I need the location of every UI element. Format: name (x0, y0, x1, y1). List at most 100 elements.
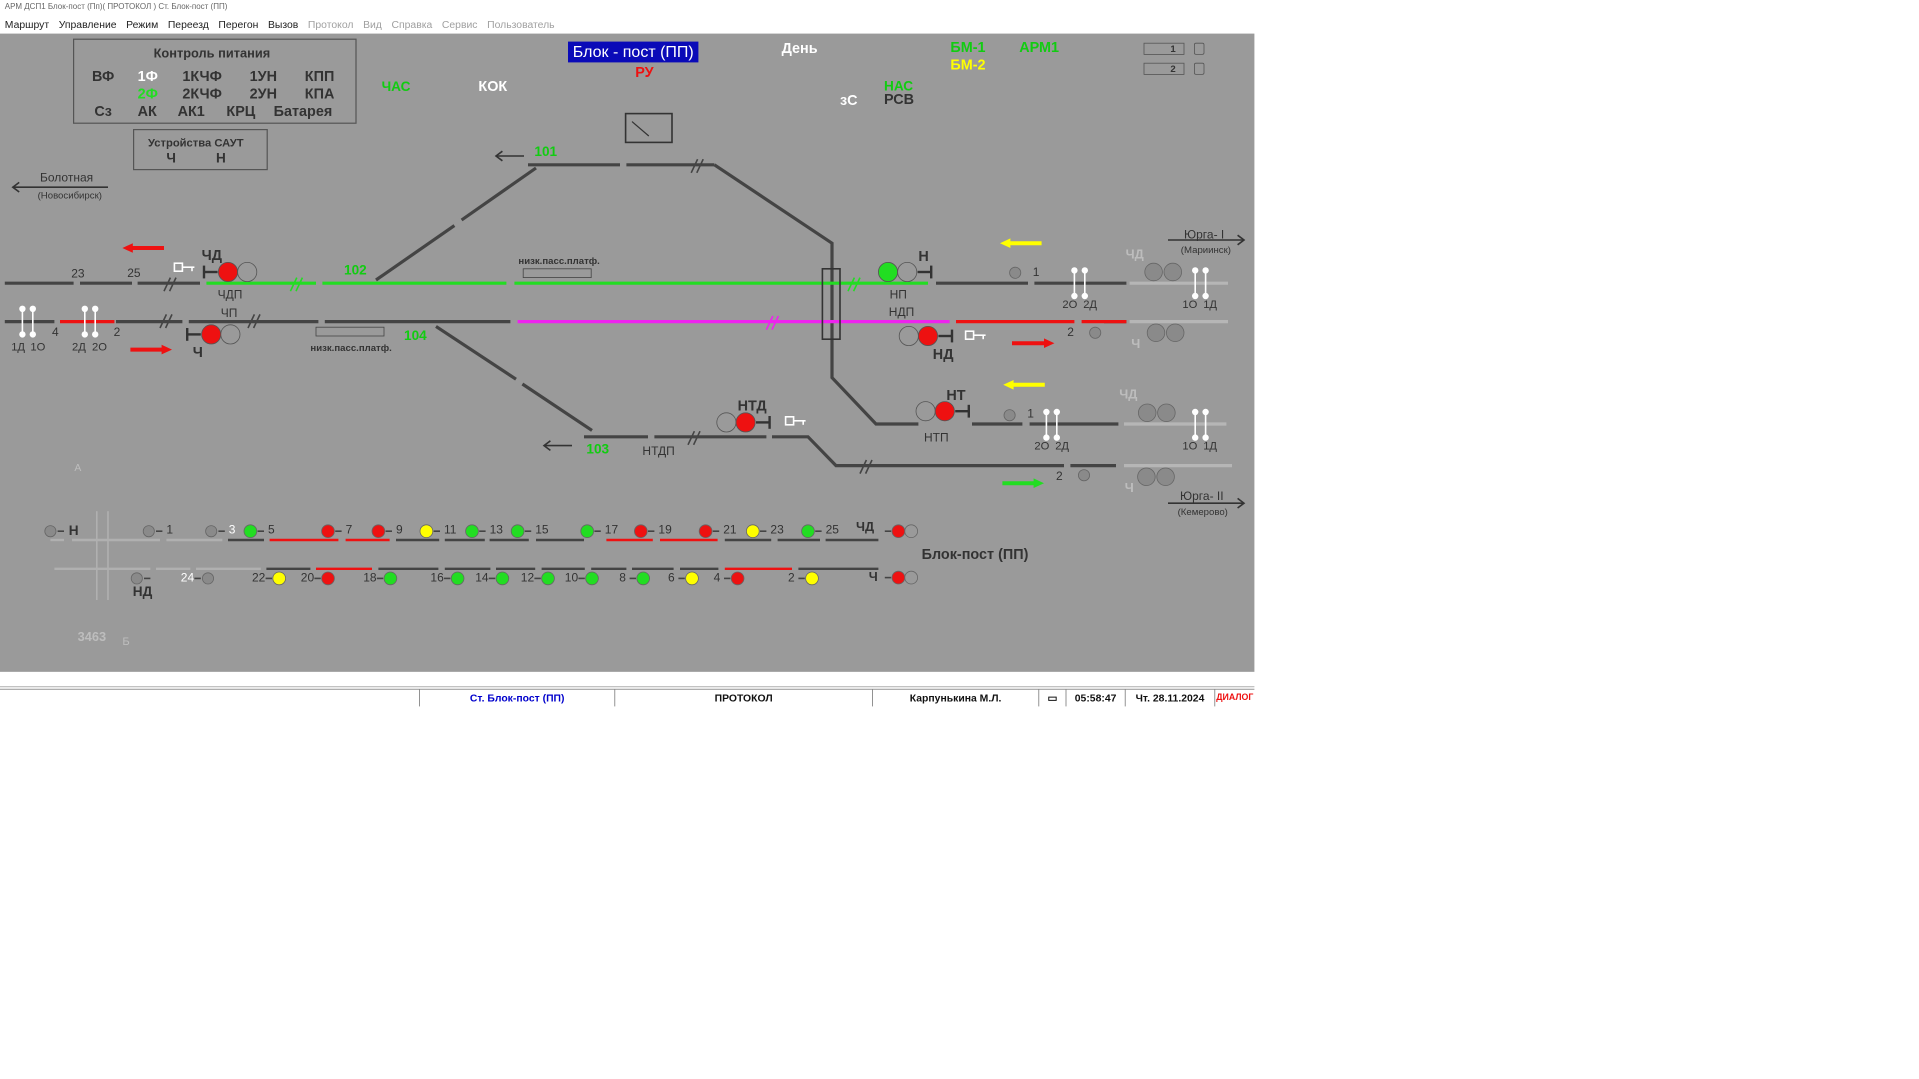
block-top-signal-25[interactable] (801, 524, 815, 539)
menu-item-2[interactable]: Режим (126, 18, 159, 31)
signal-ch[interactable] (186, 324, 241, 345)
key-icon-1[interactable] (173, 262, 195, 273)
power-krc[interactable]: КРЦ (226, 103, 256, 120)
power-sz[interactable]: Сз (94, 103, 112, 120)
switch-2[interactable]: 2 (113, 325, 121, 340)
sw-2o[interactable]: 2О (92, 340, 107, 353)
block-top-signal-5[interactable] (243, 524, 258, 539)
power-kpa[interactable]: КПА (304, 85, 335, 102)
switch-23[interactable]: 23 (71, 267, 85, 281)
power-1kchf[interactable]: 1КЧФ (182, 68, 222, 84)
menu-item-1[interactable]: Управление (58, 18, 117, 31)
power-ak[interactable]: АК (137, 103, 157, 120)
sw-r2ob[interactable]: 2О (1034, 439, 1050, 452)
sw-r1o[interactable]: 1О (1182, 297, 1198, 311)
menu-item-4[interactable]: Перегон (218, 18, 259, 31)
track-ntdp[interactable]: НТДП (642, 444, 675, 459)
power-ak1[interactable]: АК1 (177, 103, 205, 120)
block-bottom-signal-16[interactable] (450, 571, 465, 586)
block-bottom-signal-18[interactable] (383, 571, 398, 586)
block-top-signal-1[interactable] (142, 525, 155, 538)
rsv-indicator[interactable]: РСВ (884, 91, 915, 108)
power-2f[interactable]: 2Ф (137, 85, 158, 102)
block-top-signal-15[interactable] (510, 524, 525, 539)
chas-indicator[interactable]: ЧАС (381, 79, 411, 95)
signal-chd[interactable] (202, 262, 258, 283)
block-top-signal-9[interactable] (371, 524, 386, 539)
key-icon-2[interactable] (964, 330, 986, 341)
sw-1d[interactable]: 1Д (11, 340, 26, 353)
saut-ch[interactable]: Ч (166, 150, 176, 166)
menu-item-9[interactable]: Сервис (441, 18, 478, 31)
nas-indicator[interactable]: НАС (884, 78, 914, 94)
track-101[interactable]: 101 (534, 144, 558, 160)
block-bottom-signal-4[interactable] (730, 571, 745, 586)
track-ndp[interactable]: НДП (888, 305, 915, 320)
block-bottom-signal-22[interactable] (272, 571, 287, 586)
block-top-signal-7[interactable] (321, 524, 335, 539)
track-102[interactable]: 102 (344, 262, 367, 278)
block-h-signal[interactable] (44, 525, 57, 538)
kok-indicator[interactable]: КОК (478, 78, 508, 95)
zs-indicator[interactable]: зС (840, 92, 858, 108)
signal-ntd[interactable] (716, 412, 771, 433)
power-1un[interactable]: 1УН (249, 68, 277, 84)
power-2un[interactable]: 2УН (249, 85, 277, 102)
block-top-signal-21[interactable] (698, 524, 713, 539)
power-1f[interactable]: 1Ф (137, 68, 158, 84)
menu-item-10[interactable]: Пользователь (487, 18, 555, 31)
track-ntp[interactable]: НТП (924, 431, 949, 445)
sw-r1d[interactable]: 1Д (1203, 297, 1218, 311)
block-bottom-signal-6[interactable] (685, 571, 699, 586)
switch-handles[interactable] (19, 267, 1209, 441)
sw-r1ob[interactable]: 1О (1182, 439, 1198, 452)
sw-r2o[interactable]: 2О (1062, 297, 1078, 311)
block-top-signal-3[interactable] (205, 525, 218, 538)
menu-item-8[interactable]: Справка (391, 18, 433, 31)
track-103[interactable]: 103 (586, 441, 610, 457)
block-top-signal-11[interactable] (419, 524, 434, 539)
menu-item-7[interactable]: Вид (363, 18, 382, 31)
block-bottom-signal-2[interactable] (805, 571, 819, 586)
block-bottom-signal-12[interactable] (541, 571, 555, 586)
block-bottom-signal-8[interactable] (636, 571, 651, 586)
sw-2d[interactable]: 2Д (72, 340, 86, 353)
workstation-1-icon[interactable] (1143, 42, 1205, 55)
power-vf[interactable]: ВФ (92, 68, 115, 84)
workstation-2-icon[interactable] (1143, 62, 1205, 75)
sw-1o[interactable]: 1О (30, 340, 46, 353)
ammeter-icon[interactable] (624, 112, 673, 144)
menu-item-5[interactable]: Вызов (267, 18, 299, 31)
track-chp[interactable]: ЧП (220, 306, 238, 320)
signal-nd[interactable] (898, 326, 954, 347)
switch-4[interactable]: 4 (52, 325, 59, 340)
signal-nt[interactable] (915, 401, 971, 422)
block-chd-signal-red[interactable] (891, 524, 906, 539)
switch-25[interactable]: 25 (127, 266, 141, 280)
power-2kchf[interactable]: 2КЧФ (182, 85, 222, 102)
track-np[interactable]: НП (889, 288, 907, 302)
menu-item-0[interactable]: Маршрут (4, 18, 50, 31)
sw-r1db[interactable]: 1Д (1203, 439, 1218, 452)
saut-n[interactable]: Н (216, 150, 226, 166)
signal-n[interactable] (878, 262, 933, 283)
block-bottom-signal-14[interactable] (495, 571, 510, 586)
block-bottom-signal-24[interactable] (202, 572, 215, 585)
power-battery[interactable]: Батарея (273, 103, 333, 120)
block-top-signal-13[interactable] (465, 524, 479, 539)
power-kpp[interactable]: КПП (304, 68, 335, 84)
sw-r2db[interactable]: 2Д (1055, 439, 1070, 452)
menu-item-3[interactable]: Переезд (167, 18, 209, 31)
block-top-signal-19[interactable] (634, 524, 648, 539)
sw-r2d[interactable]: 2Д (1083, 297, 1098, 311)
command-input[interactable] (0, 671, 1255, 688)
menu-item-6[interactable]: Протокол (307, 18, 354, 31)
track-chdp[interactable]: ЧДП (217, 288, 243, 302)
block-bottom-signal-10[interactable] (585, 571, 599, 586)
block-ch-signal-red[interactable] (891, 570, 906, 585)
control-mode[interactable]: РУ (635, 64, 654, 80)
day-mode[interactable]: День (781, 40, 818, 56)
block-top-signal-23[interactable] (746, 524, 760, 539)
dialog-indicator[interactable]: ДИАЛОГ (1214, 689, 1254, 707)
key-icon-3[interactable] (784, 416, 806, 426)
